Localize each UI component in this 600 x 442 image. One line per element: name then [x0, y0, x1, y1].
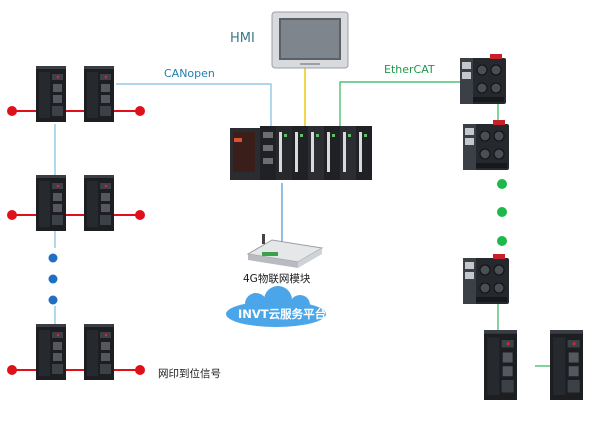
hmi-label: HMI: [230, 31, 255, 46]
remote-io-icon: [462, 253, 510, 305]
canopen-bus: [54, 83, 272, 324]
iot-module-label: 4G物联网模块: [243, 273, 311, 285]
touch-panel-icon: [271, 11, 349, 69]
remote-io-icon: [462, 119, 510, 171]
ethercat-bus: [339, 81, 550, 367]
signal-label: 网印到位信号: [158, 368, 221, 380]
ethercat-continuation-dots: [497, 179, 507, 246]
plc-rack-icon: [230, 126, 372, 180]
cloud-icon: [226, 286, 326, 327]
canopen-continuation-dots: [48, 253, 58, 305]
servo-drive-icon: [36, 66, 66, 122]
servo-drive-icon: [484, 330, 517, 400]
canopen-label: CANopen: [164, 67, 215, 80]
servo-drive-icon: [84, 324, 114, 380]
iot-gateway-icon: [246, 234, 324, 268]
cloud-label: INVT云服务平台: [238, 307, 327, 321]
signal-lines: [7, 106, 145, 375]
servo-drive-icon: [550, 330, 583, 400]
servo-drive-icon: [84, 66, 114, 122]
servo-drive-icon: [84, 175, 114, 231]
remote-io-icon: [459, 53, 507, 105]
servo-drive-icon: [36, 175, 66, 231]
ethercat-label: EtherCAT: [384, 63, 435, 76]
servo-drive-icon: [36, 324, 66, 380]
